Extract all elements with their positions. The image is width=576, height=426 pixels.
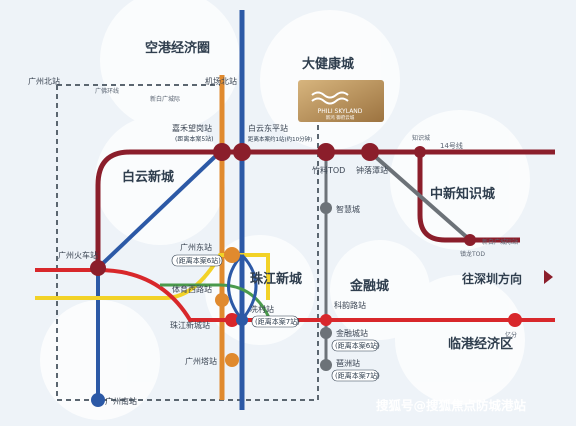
station-guangzhou-tower: 广州塔站 [185,356,217,366]
station-jinrong: 金融城站 [336,328,368,338]
direction-label: 往深圳方向 [462,271,522,286]
zone-linhu-economic-zone: 临港经济区 [448,336,513,352]
station-icons [90,143,522,407]
line-14-branch [417,152,520,243]
project-logo: PHILI SKYLAND 新鸿 御府云城 [298,80,384,122]
station-guangzhou-north: 广州北站 [28,76,60,86]
line-xinbaiguang-label: 新白广城际 [150,95,180,103]
logo-sub: 新鸿 御府云城 [326,114,355,121]
line-14-label: 14号线 [440,141,463,150]
station-tiyu-xilu: 体育西路站 [172,284,212,294]
station-icon-tower [225,353,239,367]
logo-brand: PHILI SKYLAND [318,108,363,115]
station-yunge: 亿分 [505,331,517,339]
station-zhongluotan: 钟落潭站 [356,165,388,175]
station-guangzhou-east: 广州东站 [180,242,212,252]
station-guangzhou-railway: 广州火车站 [58,250,98,260]
zone-zhujiang-new-city: 珠江新城 [250,271,302,287]
line-blue-diagonal [96,148,224,270]
line-14-darkred [95,149,555,268]
station-zhixin: 知识城 [412,134,430,142]
station-kecheng-lu: 科韵路站 [334,300,366,310]
station-pazhou: 琶洲站 [336,358,360,368]
intercity-dashed-loop [56,84,319,401]
station-icon-guangzhou-east [224,247,240,263]
station-icon-guangzhou-railway [90,260,106,276]
distance-badges: (距离本案6站) (距离本案7站) (距离本案6站) (距离本案7站) (距离本… [171,135,380,382]
station-icon-zhongluotan [361,143,379,161]
station-airport-north: 机场北站 [205,76,237,86]
station-zhihui-cheng: 智慧城 [336,204,360,214]
station-icon-pazhou [320,359,332,371]
station-icon-baiyun-1 [213,143,231,161]
station-icon-xiancun [236,314,248,326]
station-icon-yunge [508,313,522,327]
station-icon-tiyu [215,293,229,307]
badge-xiancun: (距离本案7站) [255,317,300,326]
station-icon-jinrong [320,327,332,339]
line-green [160,283,272,321]
station-icon-zhixin [414,146,426,158]
line-intercity-label: 广佛环线 [95,87,119,95]
station-zhujiang-xincheng: 珠江新城站 [170,320,210,330]
zone-baiyun-new-city: 白云新城 [122,169,174,185]
station-guangzhou-south: 广州南站 [105,396,137,406]
zone-zhongxin-knowledge-city: 中新知识城 [430,186,495,202]
station-zengcheng: 镇龙TOD [460,250,485,258]
station-zhuliao-tod: 竹料TOD [312,165,345,175]
station-icon-zhujiang [225,313,239,327]
direction-arrow-icon [544,270,553,284]
station-icon-baiyun-2 [233,143,251,161]
badge-jiahe: (距离本案5站) [175,135,214,143]
badge-baiyun-dongping: 距离本案约1站(约10分钟) [248,135,312,143]
station-baiyun-dongping: 白云东平站 [248,123,288,133]
station-icon-south [91,393,105,407]
station-xiancun: 冼村站 [250,304,274,314]
station-icon-xinbaiguang [464,234,476,246]
station-jiahe-wanggang: 嘉禾望岗站 [172,123,212,133]
watermark: 搜狐号@搜狐焦点防城港站 [376,398,527,413]
badge-guangzhou-east: (距离本案6站) [176,256,221,265]
station-icon-zhihui [320,202,332,214]
station-xinbaiguang: 新白广城际站 [482,238,518,246]
zone-airport-economic-circle: 空港经济圈 [145,40,210,56]
zone-financial-city: 金融城 [349,278,389,294]
station-icon-kecheng [320,314,332,326]
background-clouds [40,0,530,420]
station-icon-zhuliao [317,143,335,161]
badge-pazhou: (距离本案7站) [335,371,380,380]
line-gray-diagonal [368,150,472,242]
zone-big-health-city: 大健康城 [302,56,354,72]
badge-jinrong: (距离本案6站) [335,341,380,350]
